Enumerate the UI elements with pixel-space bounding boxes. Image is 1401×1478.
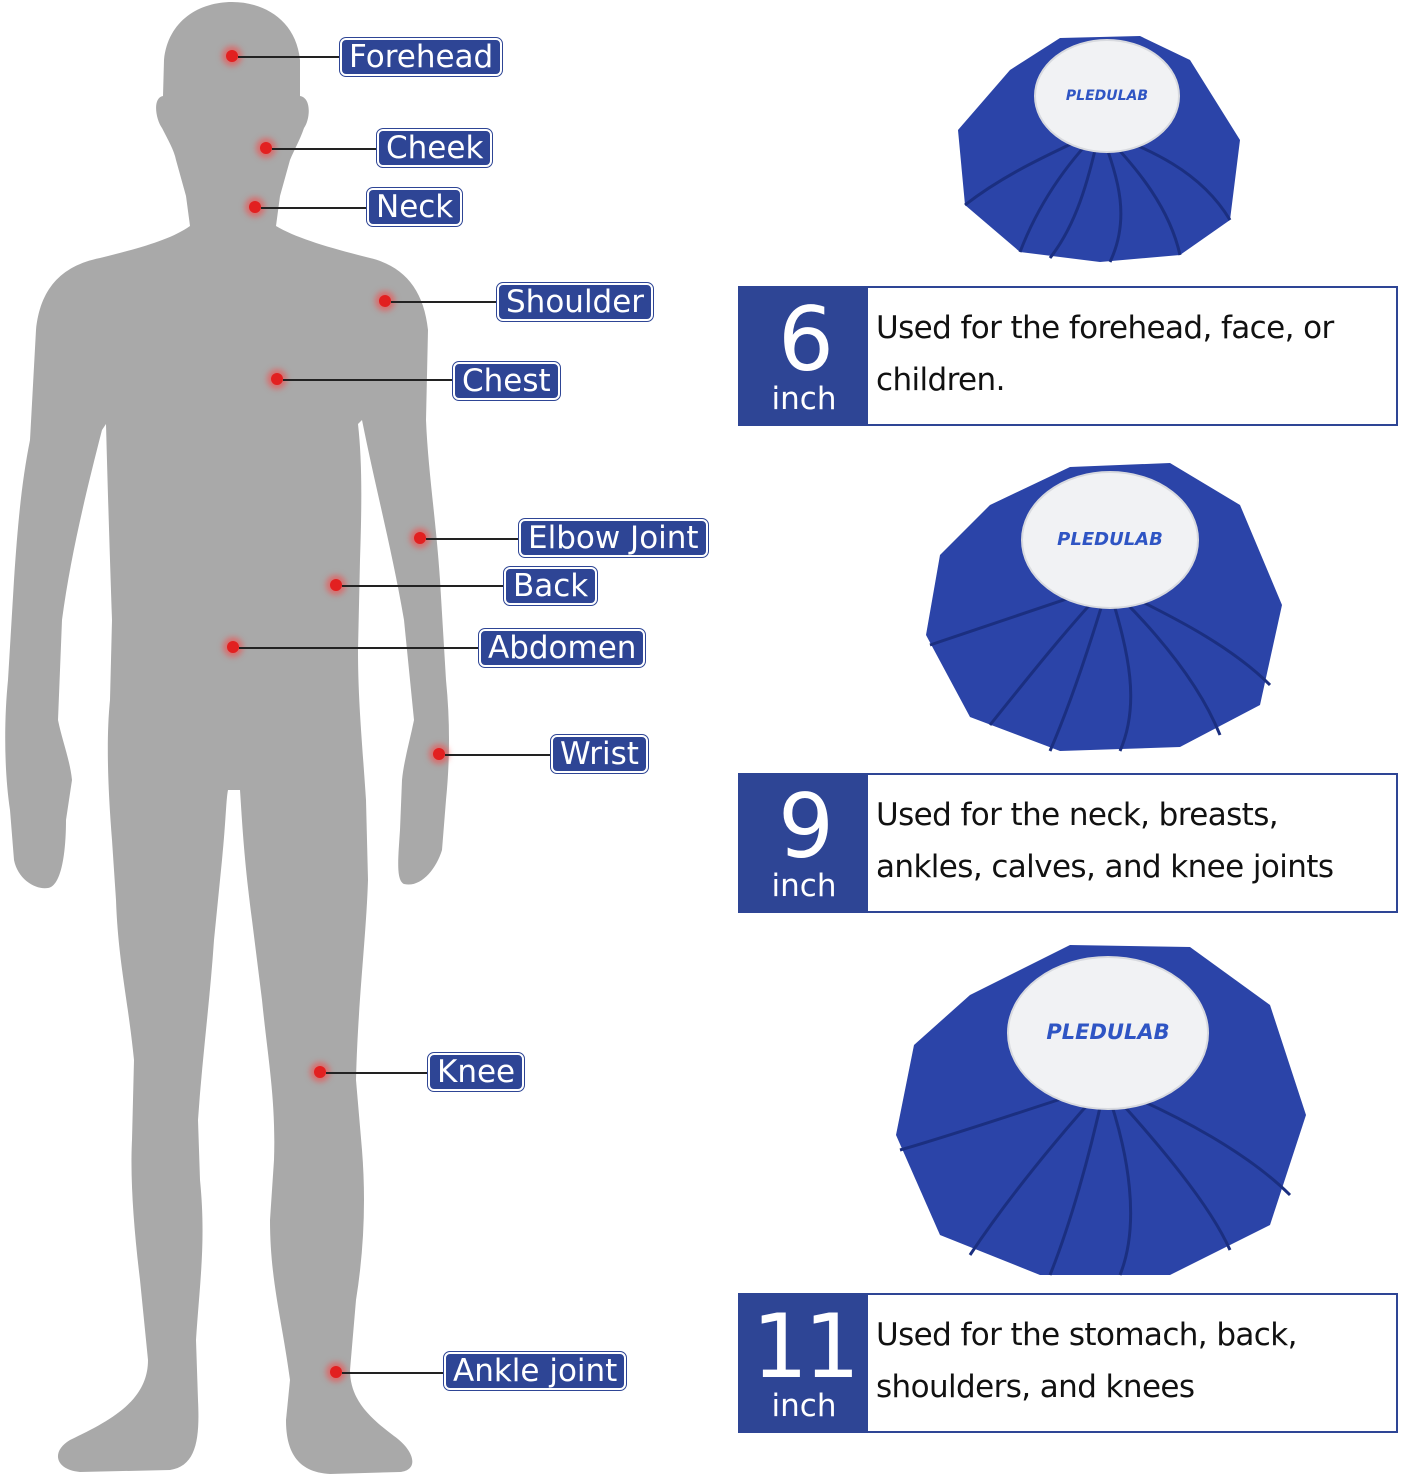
ice-bag-9-inch-image: PLEDULAB bbox=[926, 463, 1282, 752]
forehead-leader bbox=[238, 56, 342, 58]
size-badge: 11 inch bbox=[740, 1295, 868, 1431]
ice-bag-11-inch-image: PLEDULAB bbox=[896, 945, 1306, 1276]
shoulder-leader bbox=[391, 301, 499, 303]
size-description: Used for the neck, breasts, ankles, calv… bbox=[876, 797, 1334, 885]
ankle-joint-label: Ankle joint bbox=[442, 1351, 628, 1391]
size-panel-6: 6 inch Used for the forehead, face, or c… bbox=[738, 286, 1398, 426]
size-unit: inch bbox=[771, 381, 837, 417]
ankle-joint-point bbox=[330, 1366, 342, 1378]
brand-logo: PLEDULAB bbox=[1057, 529, 1163, 550]
wrist-point bbox=[433, 748, 445, 760]
size-number: 9 bbox=[778, 775, 834, 878]
size-unit: inch bbox=[771, 1388, 837, 1424]
knee-point bbox=[314, 1066, 326, 1078]
neck-leader bbox=[261, 207, 369, 209]
neck-label: Neck bbox=[365, 187, 464, 227]
chest-label: Chest bbox=[452, 361, 561, 401]
size-badge: 9 inch bbox=[740, 775, 868, 911]
size-panel-9: 9 inch Used for the neck, breasts, ankle… bbox=[738, 773, 1398, 913]
chest-leader bbox=[283, 379, 455, 381]
size-number: 6 bbox=[778, 288, 834, 391]
back-leader bbox=[342, 585, 506, 587]
elbow-joint-leader bbox=[426, 538, 521, 540]
abdomen-point bbox=[227, 641, 239, 653]
wrist-leader bbox=[445, 754, 553, 756]
size-number: 11 bbox=[752, 1295, 860, 1398]
forehead-label: Forehead bbox=[338, 37, 504, 77]
back-label: Back bbox=[502, 566, 599, 606]
neck-point bbox=[249, 201, 261, 213]
ankle-joint-leader bbox=[342, 1372, 446, 1374]
elbow-joint-point bbox=[414, 532, 426, 544]
cheek-point bbox=[260, 142, 272, 154]
size-panel-11: 11 inch Used for the stomach, back, shou… bbox=[738, 1293, 1398, 1433]
size-description: Used for the stomach, back, shoulders, a… bbox=[876, 1317, 1297, 1405]
cheek-label: Cheek bbox=[375, 128, 494, 168]
brand-logo: PLEDULAB bbox=[1066, 88, 1148, 104]
size-unit: inch bbox=[771, 868, 837, 904]
knee-leader bbox=[326, 1072, 430, 1074]
brand-logo: PLEDULAB bbox=[1046, 1020, 1169, 1044]
wrist-label: Wrist bbox=[550, 734, 649, 774]
ice-bag-6-inch-image: PLEDULAB bbox=[958, 36, 1240, 263]
abdomen-leader bbox=[239, 647, 481, 649]
human-body-silhouette bbox=[5, 2, 449, 1474]
back-point bbox=[330, 579, 342, 591]
elbow-joint-label: Elbow Joint bbox=[518, 518, 709, 558]
shoulder-point bbox=[379, 295, 391, 307]
chest-point bbox=[271, 373, 283, 385]
size-description: Used for the forehead, face, or children… bbox=[876, 310, 1334, 398]
forehead-point bbox=[226, 50, 238, 62]
abdomen-label: Abdomen bbox=[477, 628, 647, 668]
size-badge: 6 inch bbox=[740, 288, 868, 424]
cheek-leader bbox=[272, 148, 378, 150]
knee-label: Knee bbox=[426, 1052, 526, 1092]
shoulder-label: Shoulder bbox=[495, 282, 655, 322]
